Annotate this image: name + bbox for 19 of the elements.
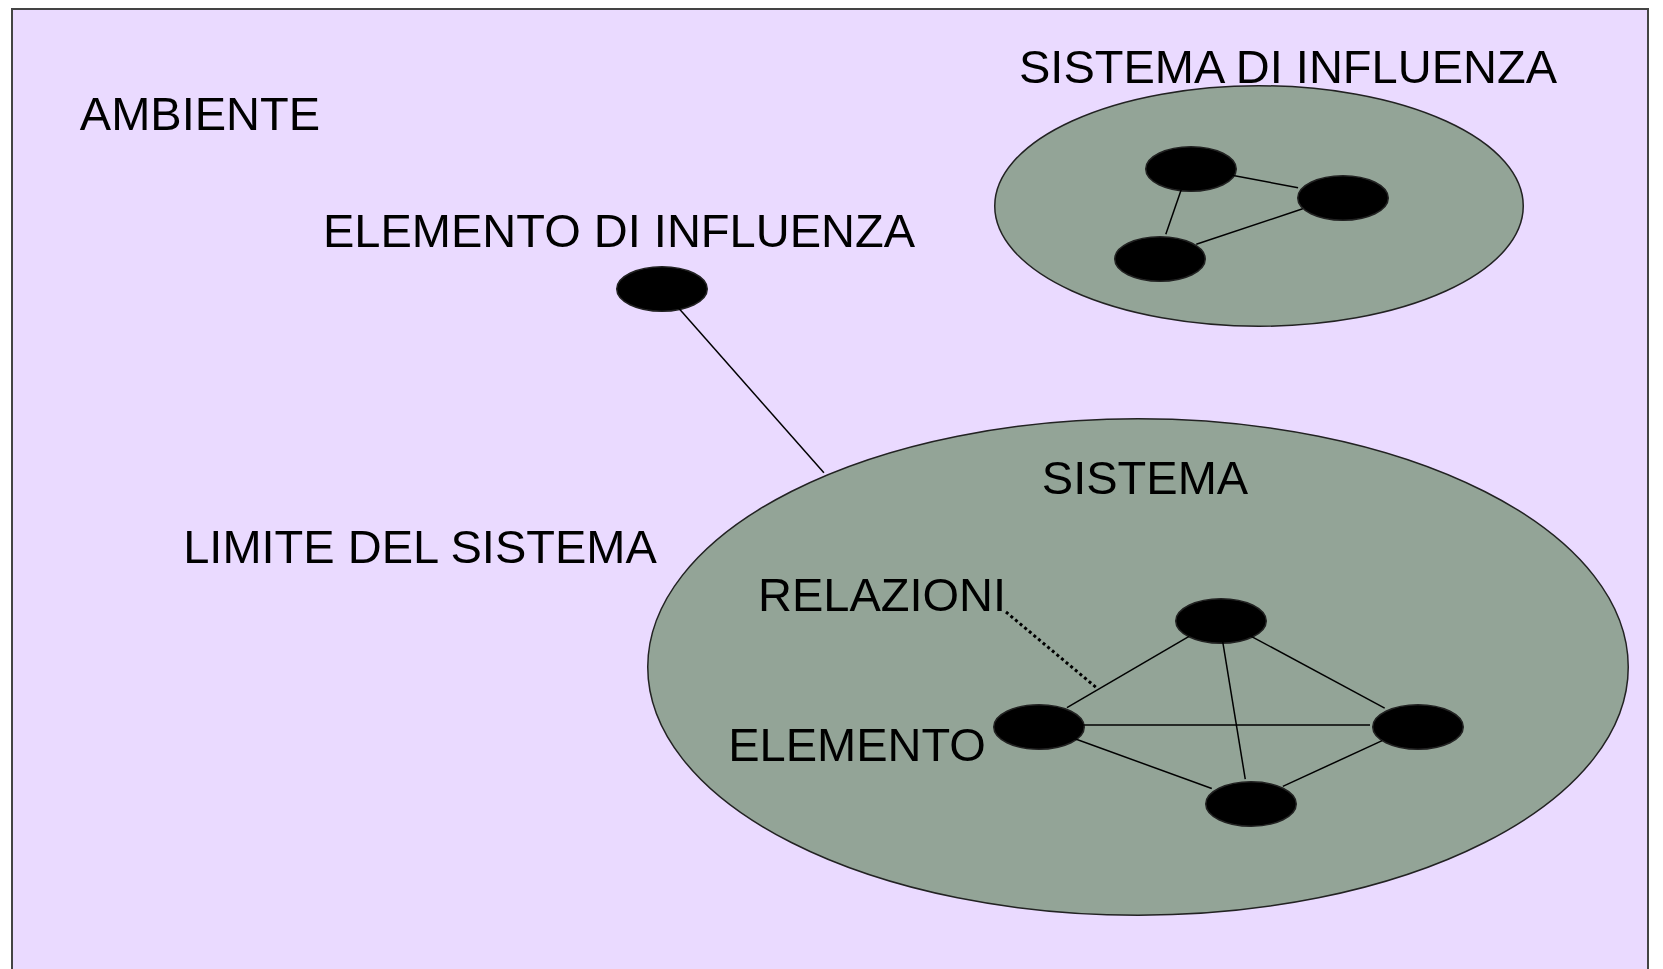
relation-line [1222, 641, 1246, 780]
element-label: ELEMENTO [728, 720, 986, 768]
relation-line [677, 307, 825, 474]
relation-line [1249, 635, 1386, 709]
relation-line [1195, 208, 1304, 245]
environment-label: AMBIENTE [79, 89, 321, 137]
system-title: SISTEMA DI INFLUENZA [1019, 42, 1557, 90]
leader-line [1005, 610, 1099, 691]
relation-line [1231, 174, 1299, 189]
relation-line [1165, 188, 1182, 236]
boundary-label: LIMITE DEL SISTEMA [183, 522, 657, 570]
environment-panel [11, 8, 1649, 969]
relation-line [1073, 737, 1213, 790]
relation-line [1082, 724, 1371, 726]
system-title: SISTEMA [1041, 453, 1249, 501]
relation-line [1282, 739, 1383, 788]
relation-line [1066, 635, 1190, 709]
relations-label: RELAZIONI [757, 570, 1007, 618]
system-title: ELEMENTO DI INFLUENZA [323, 206, 915, 254]
